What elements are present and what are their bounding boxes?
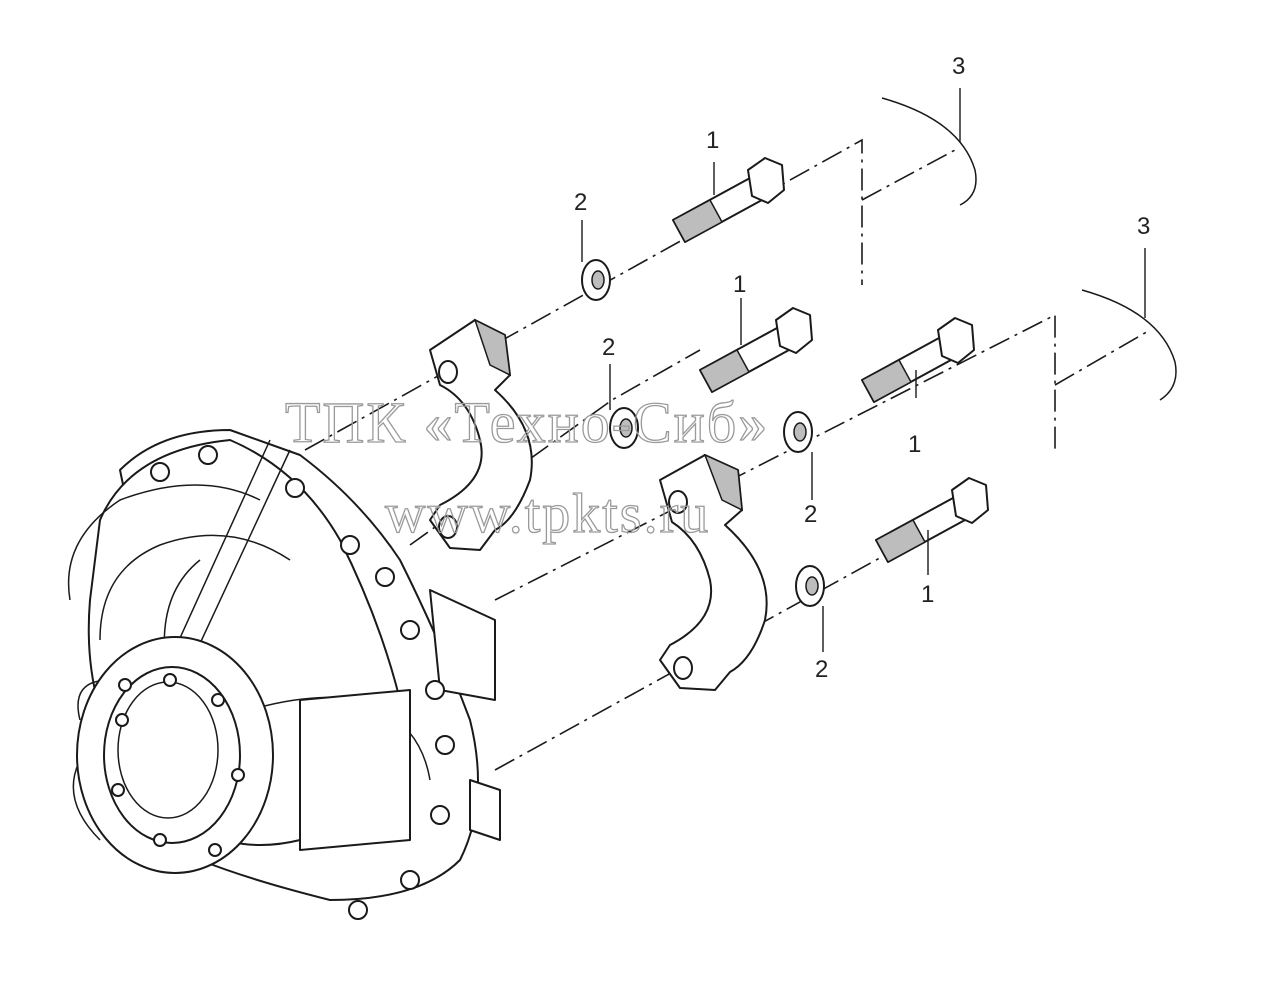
flange-hole [435, 735, 455, 755]
cap-lower-shade [703, 453, 743, 512]
flange-hole [211, 693, 225, 707]
flange-hole [153, 833, 167, 847]
flange-hole [400, 620, 420, 640]
callout-1-upper: 1 [706, 127, 719, 154]
cap-upper-shade [473, 318, 511, 377]
callout-1-lower: 1 [921, 581, 934, 608]
housing-rib-2 [99, 534, 291, 641]
callout-2-right: 2 [804, 501, 817, 528]
watermark-company: ТПК «Техно-Сиб» [285, 390, 769, 455]
input-flange-inner [103, 666, 241, 844]
washer-upper-hole [591, 270, 605, 290]
washer-lower-hole [805, 576, 819, 596]
flange-hole [231, 768, 245, 782]
cap-upper-hole-top [438, 360, 458, 384]
lock-wires [881, 97, 1177, 401]
cap-lower-hole-top [668, 490, 688, 514]
lock-wire-upper [881, 97, 977, 206]
flange-hole [208, 843, 222, 857]
bearing-cap-lower [659, 453, 768, 691]
flange-hole [425, 680, 445, 700]
flange-hole [163, 673, 177, 687]
callout-2-middle: 2 [602, 334, 615, 361]
callout-2-lower: 2 [815, 656, 828, 683]
bolt-upper-1 [671, 157, 785, 244]
housing-neck [429, 589, 496, 701]
bolt-lower [874, 477, 989, 564]
bolt-head [937, 317, 975, 364]
centerline-upper [304, 138, 863, 451]
flange-hole [198, 445, 218, 465]
centerline-to-right [861, 149, 956, 201]
callout-1-right: 1 [908, 431, 921, 458]
bolt-head [775, 307, 813, 354]
washers [581, 259, 825, 607]
flange-hole [285, 478, 305, 498]
watermark: ТПК «Техно-Сиб» www.tpkts.ru [284, 389, 769, 545]
cap-lower-hole-bottom [673, 656, 693, 680]
housing-rib-1 [67, 484, 261, 601]
housing-tab [469, 779, 501, 841]
flange-hole [150, 462, 170, 482]
bolt-thread [698, 348, 751, 394]
flange-hole [118, 678, 132, 692]
cap-lower-body [659, 454, 768, 691]
flange-hole [400, 870, 420, 890]
callout-2-upper: 2 [574, 189, 587, 216]
flange-hole [340, 535, 360, 555]
washer-right-hole [793, 422, 807, 442]
flange-hole [115, 713, 129, 727]
flange-bolt-holes [111, 445, 455, 920]
lock-wire-lower [1081, 289, 1177, 401]
flange-hole [430, 805, 450, 825]
centerline-middle-right [1054, 329, 1151, 386]
housing-rib-4 [169, 439, 291, 666]
bolt-thread [860, 358, 913, 404]
flange-hole [111, 783, 125, 797]
housing-side-box [299, 689, 411, 851]
bearing-cap-upper [429, 318, 533, 551]
flange-hole [375, 567, 395, 587]
bolt-upper-2 [698, 307, 813, 394]
callout-labels: 3 3 1 1 1 1 2 2 2 2 [574, 53, 1150, 683]
callout-3-top: 3 [952, 53, 965, 80]
callout-leaders [581, 88, 1146, 652]
bolt-right [860, 317, 975, 404]
flange-hole [348, 900, 368, 920]
callout-3-right: 3 [1137, 213, 1150, 240]
bolt-thread [874, 518, 927, 564]
centerline-middle [494, 313, 1056, 601]
bolt-head [747, 157, 785, 204]
cap-upper-hole-bottom [438, 515, 458, 539]
washer-middle-hole [619, 418, 633, 438]
watermark-url: www.tpkts.ru [385, 483, 710, 545]
bolt-head [951, 477, 989, 524]
callout-1-upper-2: 1 [733, 271, 746, 298]
differential-housing [67, 429, 501, 920]
bolt-thread [671, 198, 724, 244]
